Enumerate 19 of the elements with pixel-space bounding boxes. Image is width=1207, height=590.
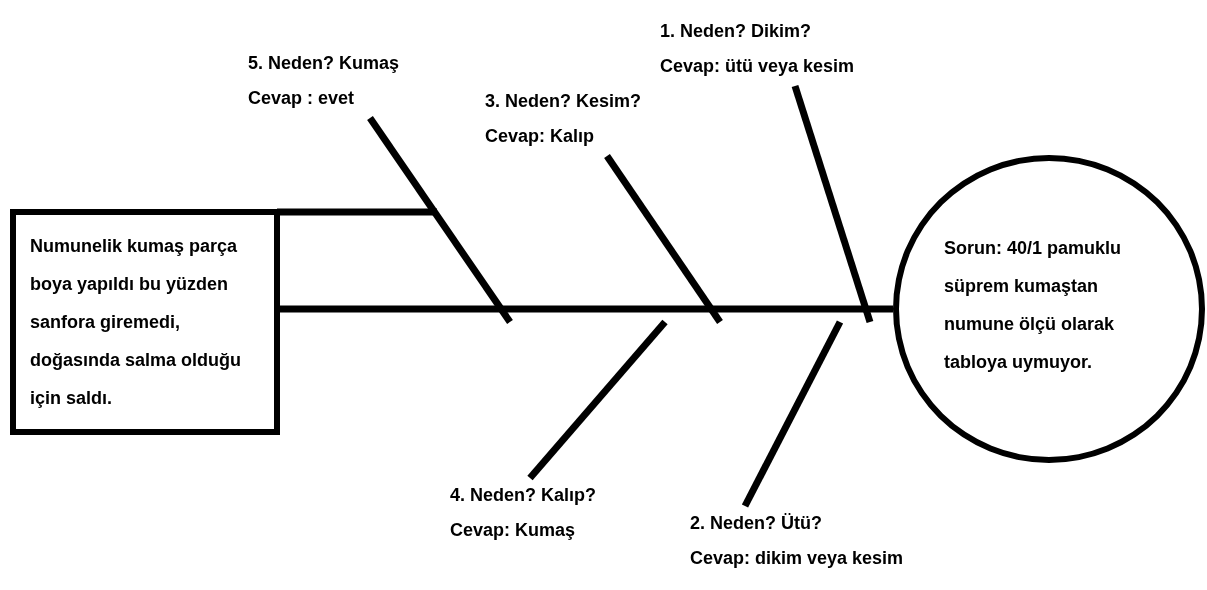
answer-text: Cevap: dikim veya kesim xyxy=(690,547,905,570)
cause-text: Numunelik kumaş parça boya yapıldı bu yüzden sanfora giremedi, doğasında salma olduğu için saldı. xyxy=(30,235,243,410)
bone-line xyxy=(277,208,437,216)
cause-question: 5. Neden? Kumaş xyxy=(248,52,401,75)
cause-question: 1. Neden? Dikim? xyxy=(660,20,813,43)
bone-line xyxy=(367,116,513,324)
cause-question: 4. Neden? Kalıp? xyxy=(450,484,598,507)
bone-line xyxy=(741,320,844,508)
bone-line xyxy=(527,319,668,481)
bone-line xyxy=(604,154,723,324)
cause-box xyxy=(10,209,280,435)
answer-text: Cevap: Kalıp xyxy=(485,125,596,148)
problem-text: Sorun: 40/1 pamuklu süprem kumaştan numune ölçü olarak tabloya uymuyor. xyxy=(944,237,1123,374)
answer-text: Cevap : evet xyxy=(248,87,356,110)
answer-text: Cevap: ütü veya kesim xyxy=(660,55,856,78)
cause-question: 3. Neden? Kesim? xyxy=(485,90,643,113)
cause-question: 2. Neden? Ütü? xyxy=(690,512,823,535)
answer-text: Cevap: Kumaş xyxy=(450,519,577,542)
bone-line xyxy=(791,84,874,324)
